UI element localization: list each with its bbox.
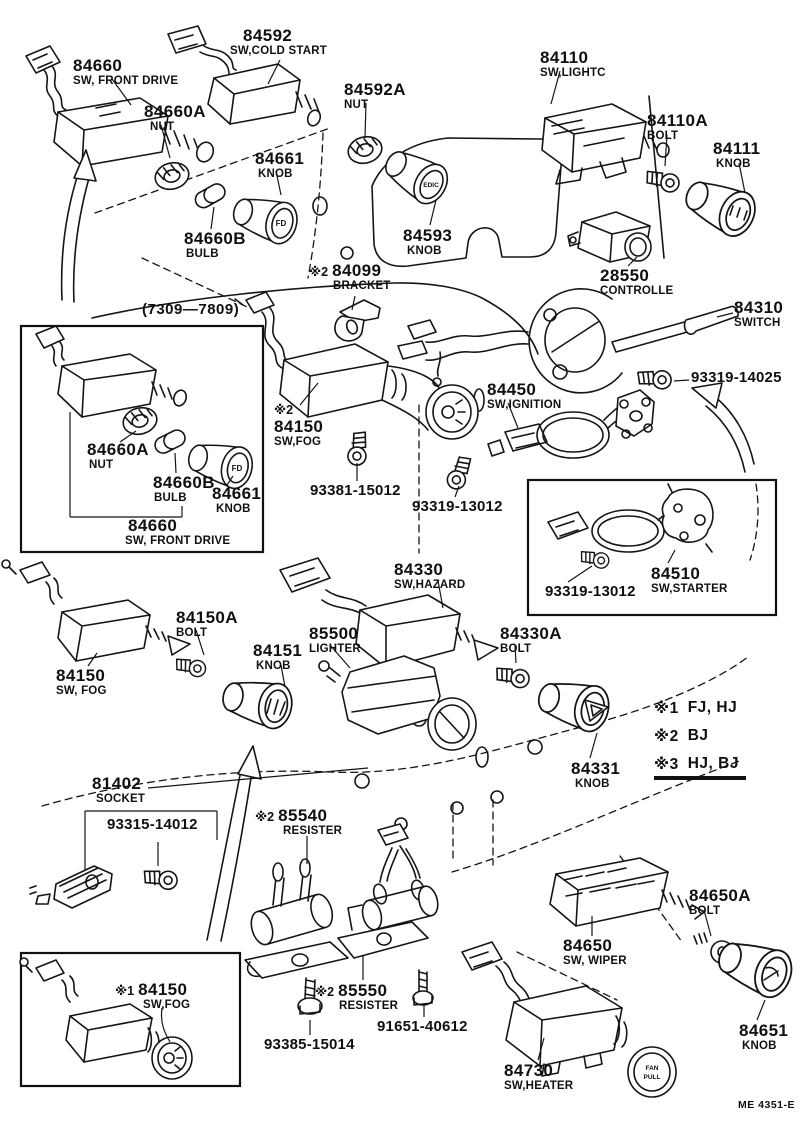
art-84110a-bolt [642,165,683,196]
art-84593-knob [376,140,455,211]
art-84660a-nut [151,158,193,194]
label-84650: 84650 SW, WIPER [563,936,627,967]
label-84331: 84331 KNOB [571,759,621,790]
art-84151-knob [217,671,297,733]
label-84150a: 84150A BOLT [176,608,238,639]
label-84510: 84510 SW,STARTER [651,564,728,595]
art-84592-cold-start-switch [167,25,322,127]
label-84150-center: ※2 84150 SW,FOG [274,403,324,448]
label-84592: 84592 SW,COLD START [230,26,327,57]
art-84330a-bolt [492,662,532,691]
label-84650a: 84650A BOLT [689,886,751,917]
label-84110: 84110 SW,LIGHTC [540,48,606,79]
art-84660b-bulb [191,181,229,211]
art-85540-resistor [244,858,349,979]
label-84593: 84593 KNOB [403,226,453,257]
label-box1-84660: 84660 SW, FRONT DRIVE [125,516,231,547]
label-81402: 81402 SOCKET [92,774,146,805]
label-28550: 28550 CONTROLLE [600,266,674,297]
label-84660: 84660 SW, FRONT DRIVE [73,56,179,87]
art-28550-controller [567,211,652,263]
art-84592a-nut [344,132,386,168]
label-box1-84661: 84661 KNOB [212,484,262,515]
dashed-construction-lines [41,127,759,1001]
art-84651-knob [711,930,799,1004]
box-front-drive-early [19,324,265,554]
box-fog-switch-fj [19,951,242,1088]
label-84330: 84330 SW,HAZARD [394,560,466,591]
arrow-marks [60,149,755,942]
label-84592a: 84592A NUT [344,80,406,111]
art-85550-resistor [337,823,439,959]
label-93315-14012: 93315-14012 [107,816,198,833]
label-84661: 84661 KNOB [255,149,305,180]
label-91651-40612: 91651-40612 [377,1018,468,1035]
label-box1-caption: (7309—7809) [142,301,240,318]
label-84450: 84450 SW,IGNITION [487,380,562,411]
label-box1-84660b: 84660B BULB [153,473,215,504]
label-84660a: 84660A NUT [144,102,206,133]
art-84330-hazard-switch [279,557,499,669]
label-93385-15014: 93385-15014 [264,1036,355,1053]
label-93319-14025: 93319-14025 [691,369,782,386]
label-84330a: 84330A BOLT [500,624,562,655]
art-84099-bracket [334,299,381,342]
knob-text-fan: FAN [646,1065,659,1072]
label-84651: 84651 KNOB [739,1021,789,1052]
label-84730: 84730 SW,HEATER [504,1061,574,1092]
art-93381-15012-bolt [345,429,371,468]
art-84331-knob [532,672,615,736]
box-starter-switch [526,478,778,617]
label-84111: 84111 KNOB [713,139,761,170]
art-93315-14012-bolt [140,865,180,892]
art-box1-front-drive-switch-set [35,325,258,518]
label-box1-84660a: 84660A NUT [87,440,149,471]
label-84660b: 84660B BULB [184,229,246,260]
knob-text-pull: PULL [644,1074,661,1081]
art-84730-heater-switch [461,941,677,1098]
label-84110a: 84110A BOLT [647,111,709,142]
label-box2-93319-13012: 93319-13012 [545,583,636,600]
art-84150a-bolt [172,654,209,680]
art-84111-knob [677,169,763,243]
art-84510-starter-switch [547,483,714,571]
art-84150-fog-switch-left [1,559,191,662]
art-93319-14025-bolt [635,366,674,391]
art-84110-light-switch [541,103,670,185]
legend-underline [654,776,746,780]
label-84150-left: 84150 SW, FOG [56,666,107,697]
art-84660-front-drive-switch [25,45,215,167]
knob-text-fd-box: FD [232,464,243,473]
art-85500-lighter [318,655,477,751]
label-93319-13012: 93319-13012 [412,498,503,515]
art-84450-ignition-switch [487,389,655,459]
art-93319-13012-bolt [443,452,476,493]
art-84150-fog-switch-box [19,957,193,1080]
leader-lines [84,59,766,1061]
drawing-code: ME 4351-E [738,1099,796,1111]
label-93381-15012: 93381-15012 [310,482,401,499]
knob-text-fd-top: FD [276,219,287,228]
art-91651-40612-bolt [412,969,434,1006]
art-93385-15014-bolt [297,977,323,1015]
label-85500: 85500 LIGHTER [309,624,361,655]
label-84310: 84310 SWITCH [734,298,784,329]
art-84310-column-switch [397,288,739,394]
art-84150-fog-switch-center [234,291,479,440]
art-84650-wiper-switch [549,857,705,927]
art-81402-socket [29,865,113,909]
knob-text-edic: EDIC [423,182,439,189]
label-84151: 84151 KNOB [253,641,303,672]
